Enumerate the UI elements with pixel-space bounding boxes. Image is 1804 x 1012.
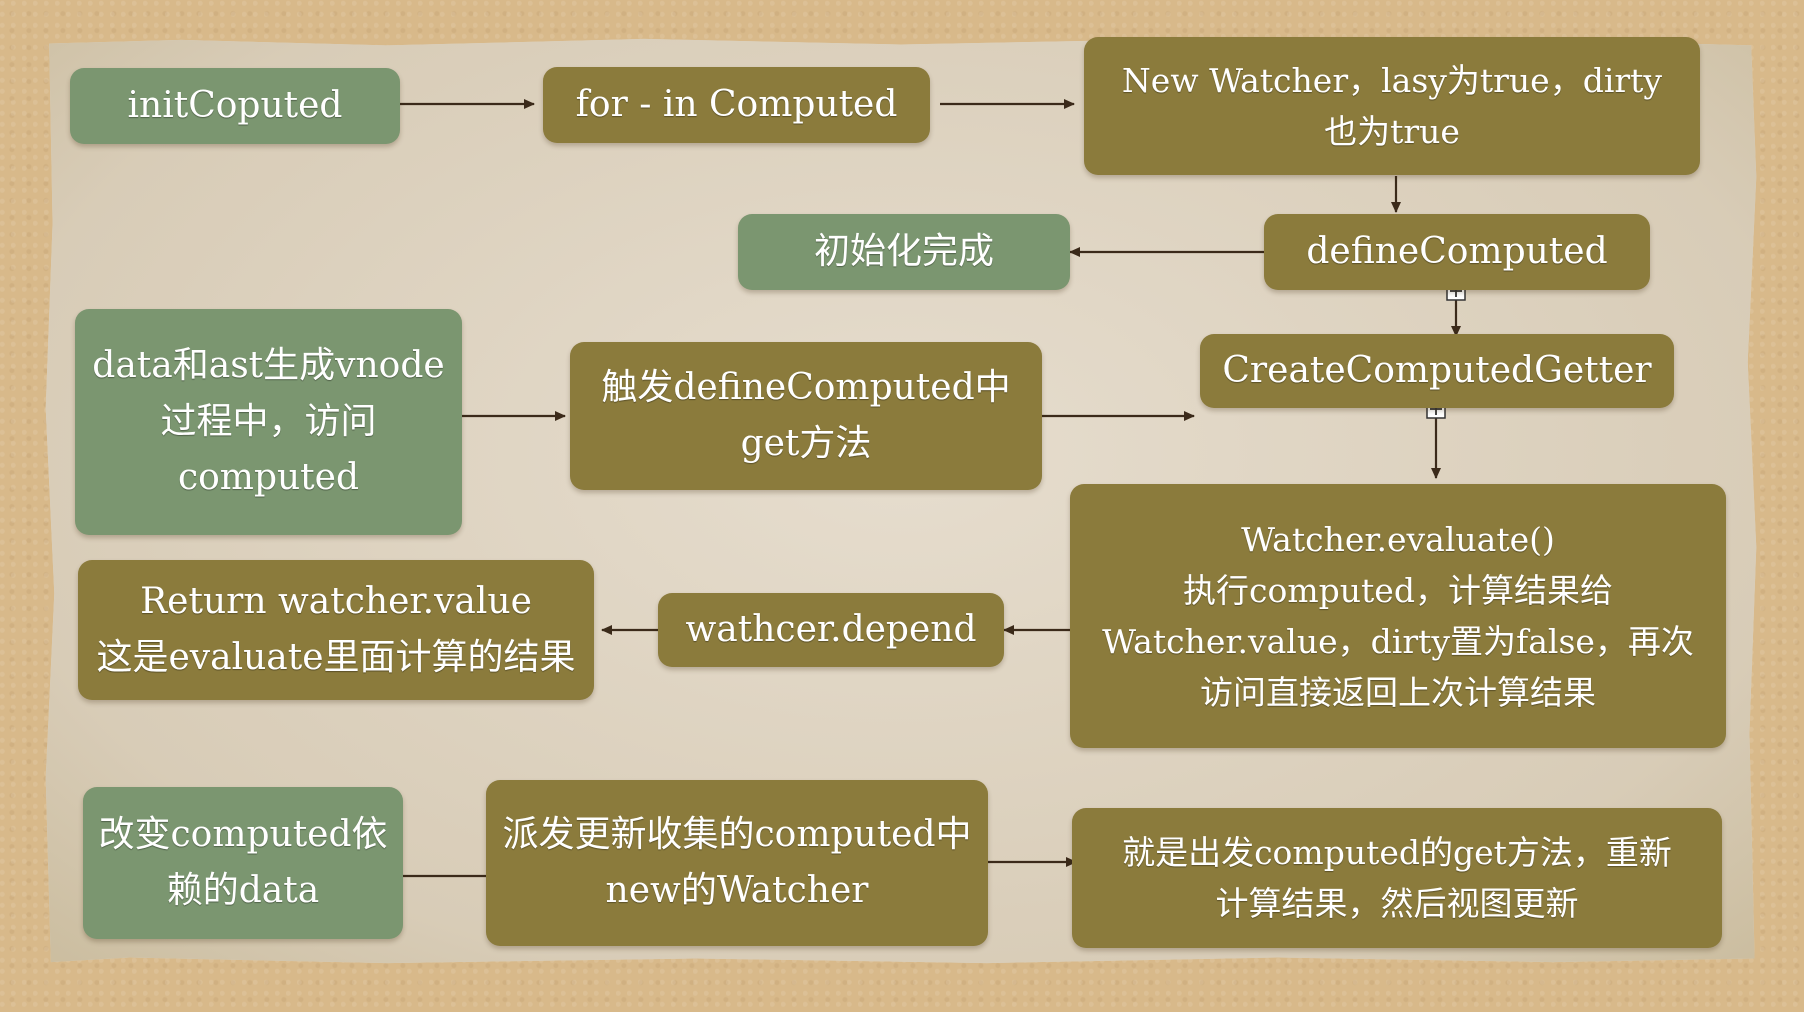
node-new-watcher[interactable]: New Watcher，lasy为true，dirty 也为true [1084, 37, 1700, 175]
node-return-watcher-value[interactable]: Return watcher.value 这是evaluate里面计算的结果 [78, 560, 594, 700]
node-change-dependency[interactable]: 改变computed依 赖的data [83, 787, 403, 939]
node-create-computed-getter[interactable]: CreateComputedGetter [1200, 334, 1674, 408]
node-define-computed[interactable]: defineComputed [1264, 214, 1650, 290]
node-recompute-update[interactable]: 就是出发computed的get方法，重新 计算结果，然后视图更新 [1072, 808, 1722, 948]
node-init-coputed[interactable]: initCoputed [70, 68, 400, 144]
node-watcher-depend[interactable]: wathcer.depend [658, 593, 1004, 667]
node-watcher-evaluate[interactable]: Watcher.evaluate() 执行computed，计算结果给 Watc… [1070, 484, 1726, 748]
node-trigger-get[interactable]: 触发defineComputed中 get方法 [570, 342, 1042, 490]
node-data-ast-vnode[interactable]: data和ast生成vnode 过程中，访问 computed [75, 309, 462, 535]
node-for-in-computed[interactable]: for - in Computed [543, 67, 930, 143]
node-init-complete[interactable]: 初始化完成 [738, 214, 1070, 290]
node-dispatch-update[interactable]: 派发更新收集的computed中 new的Watcher [486, 780, 988, 946]
